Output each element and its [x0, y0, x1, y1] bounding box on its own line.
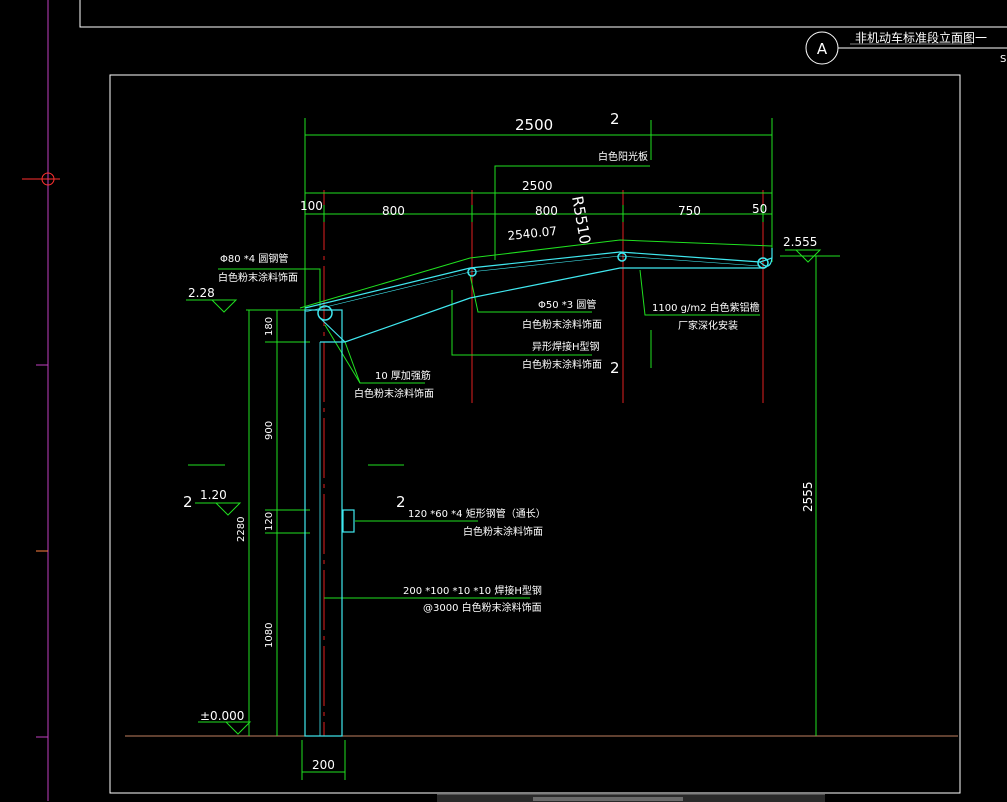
- note-gusset-2: 白色粉末涂料饰面: [354, 387, 434, 400]
- dim-bottom-200: 200: [312, 758, 335, 772]
- steel-column: [304, 309, 343, 737]
- pipe-50-section-a: [467, 267, 477, 277]
- note-column-2: @3000 白色粉末涂料饰面: [423, 601, 542, 614]
- note-gutter-1: 1100 g/m2 白色紫铝檐: [652, 301, 760, 314]
- drawing-title: 非机动车标准段立面图一: [855, 30, 987, 45]
- note-gutter-2: 厂家深化安装: [678, 319, 738, 332]
- section-mark-texts: 2 2 2: [183, 359, 620, 511]
- dim-radius: R5510: [568, 195, 594, 246]
- scale-fragment: S: [1000, 54, 1006, 65]
- section-mark-right: 2: [610, 359, 620, 377]
- scrollbar-thumb[interactable]: [533, 797, 683, 801]
- pipe-80-section: [317, 305, 333, 321]
- dim-v-2280: 2280: [236, 517, 247, 542]
- elev-120: 1.20: [200, 488, 227, 502]
- dim-seg-100: 100: [300, 199, 323, 213]
- note-hbeam-1: 异形焊接H型钢: [532, 340, 600, 353]
- note-rect-2: 白色粉末涂料饰面: [463, 525, 543, 538]
- horizontal-scrollbar[interactable]: [437, 794, 825, 802]
- note-sunshade: 白色阳光板: [598, 150, 648, 163]
- grid-axis-left: [22, 0, 60, 801]
- dim-v-180: 180: [264, 317, 275, 336]
- pipe-50-section-c: [757, 257, 769, 269]
- dim-v-1080: 1080: [264, 623, 275, 648]
- note-pipe80-1: Φ80 *4 圆钢管: [220, 252, 288, 265]
- section-marker-letter: A: [817, 40, 828, 58]
- dimension-texts: 2500 2 2500 100 800 800 750 50 2540.07 R…: [236, 110, 815, 772]
- dim-arc-length: 2540.07: [507, 224, 558, 243]
- elevation-markers: [186, 249, 822, 735]
- note-pipe50-2: 白色粉末涂料饰面: [522, 318, 602, 331]
- pipe-50-section-b: [617, 252, 627, 262]
- rect-steel-tube: [342, 509, 355, 533]
- note-rect-1: 120 *60 *4 矩形钢管（通长）: [408, 507, 546, 520]
- annotation-texts: 白色阳光板 Φ80 *4 圆钢管 白色粉末涂料饰面 Φ50 *3 圆管 白色粉末…: [218, 150, 760, 614]
- elev-228: 2.28: [188, 286, 215, 300]
- round-pipes: [317, 252, 769, 321]
- section-mark-mid: 2: [396, 493, 406, 511]
- dimension-lines: [188, 118, 840, 780]
- note-pipe50-1: Φ50 *3 圆管: [538, 298, 596, 311]
- note-gusset-1: 10 厚加强筋: [375, 369, 431, 382]
- elev-2555: 2.555: [783, 235, 817, 249]
- sheet-frame: [79, 0, 1007, 794]
- note-column-1: 200 *100 *10 *10 焊接H型钢: [403, 584, 542, 597]
- section-mark-left: 2: [183, 493, 193, 511]
- dim-mark-2-top: 2: [610, 110, 620, 128]
- dim-top-total: 2500: [515, 116, 553, 134]
- dim-seg-800b: 800: [535, 204, 558, 218]
- dim-second-total: 2500: [522, 179, 553, 193]
- dim-seg-750: 750: [678, 204, 701, 218]
- elev-000: ±0.000: [200, 709, 244, 723]
- title-block: A 非机动车标准段立面图一 S: [805, 30, 1006, 65]
- dim-v-900: 900: [264, 421, 275, 440]
- elevation-texts: 2.555 2.28 1.20 ±0.000: [188, 235, 817, 723]
- note-hbeam-2: 白色粉末涂料饰面: [522, 358, 602, 371]
- dim-seg-800a: 800: [382, 204, 405, 218]
- note-pipe80-2: 白色粉末涂料饰面: [218, 271, 298, 284]
- red-reference-lines: [323, 190, 764, 736]
- dim-v-2555: 2555: [801, 481, 815, 512]
- dim-seg-50: 50: [752, 202, 767, 216]
- dim-v-120: 120: [264, 512, 275, 531]
- canopy-structure: [304, 248, 773, 737]
